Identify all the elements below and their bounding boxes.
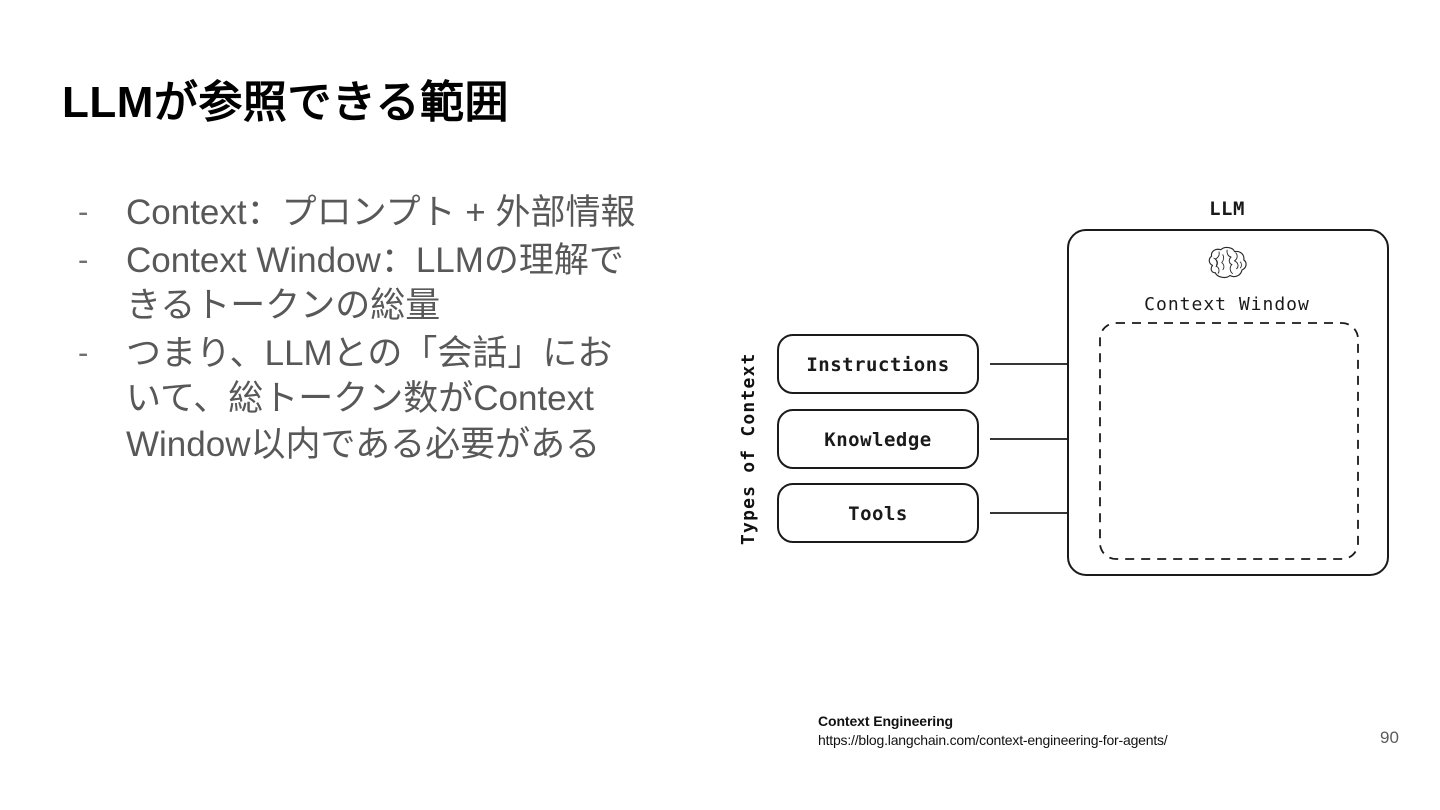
context-box-label: Tools [848,503,908,525]
list-item: - Context：プロンプト + 外部情報 [78,190,678,236]
list-item: - Context Window：LLMの理解できるトークンの総量 [78,238,678,329]
bullet-marker: - [78,241,89,277]
source-citation: Context Engineering https://blog.langcha… [818,712,1168,750]
brain-icon [1208,246,1247,279]
context-window-label: Context Window [1144,294,1310,315]
context-window-box [1099,322,1359,560]
llm-label: LLM [1209,198,1245,220]
context-engineering-diagram: Types of Context Instructions Knowledge … [730,185,1420,595]
bullet-text: Context Window：LLMの理解できるトークンの総量 [126,240,624,326]
bullet-list: - Context：プロンプト + 外部情報 - Context Window：… [78,190,678,469]
axis-label-types-of-context: Types of Context [738,352,759,545]
context-box-knowledge: Knowledge [777,409,979,469]
llm-container-box [1067,229,1389,576]
context-box-instructions: Instructions [777,334,979,394]
bullet-marker: - [78,334,89,370]
bullet-text: つまり、LLMとの「会話」において、総トークン数がContext Window以… [126,333,613,464]
page-title: LLMが参照できる範囲 [62,78,510,127]
bullet-text: Context：プロンプト + 外部情報 [126,193,636,232]
context-box-label: Instructions [806,354,949,376]
bullet-marker: - [78,194,89,229]
list-item: - つまり、LLMとの「会話」において、総トークン数がContext Windo… [78,331,678,468]
context-box-tools: Tools [777,483,979,543]
citation-title: Context Engineering [818,713,953,729]
citation-url: https://blog.langchain.com/context-engin… [818,731,1168,748]
context-box-label: Knowledge [824,429,931,451]
page-number: 90 [1380,728,1399,747]
